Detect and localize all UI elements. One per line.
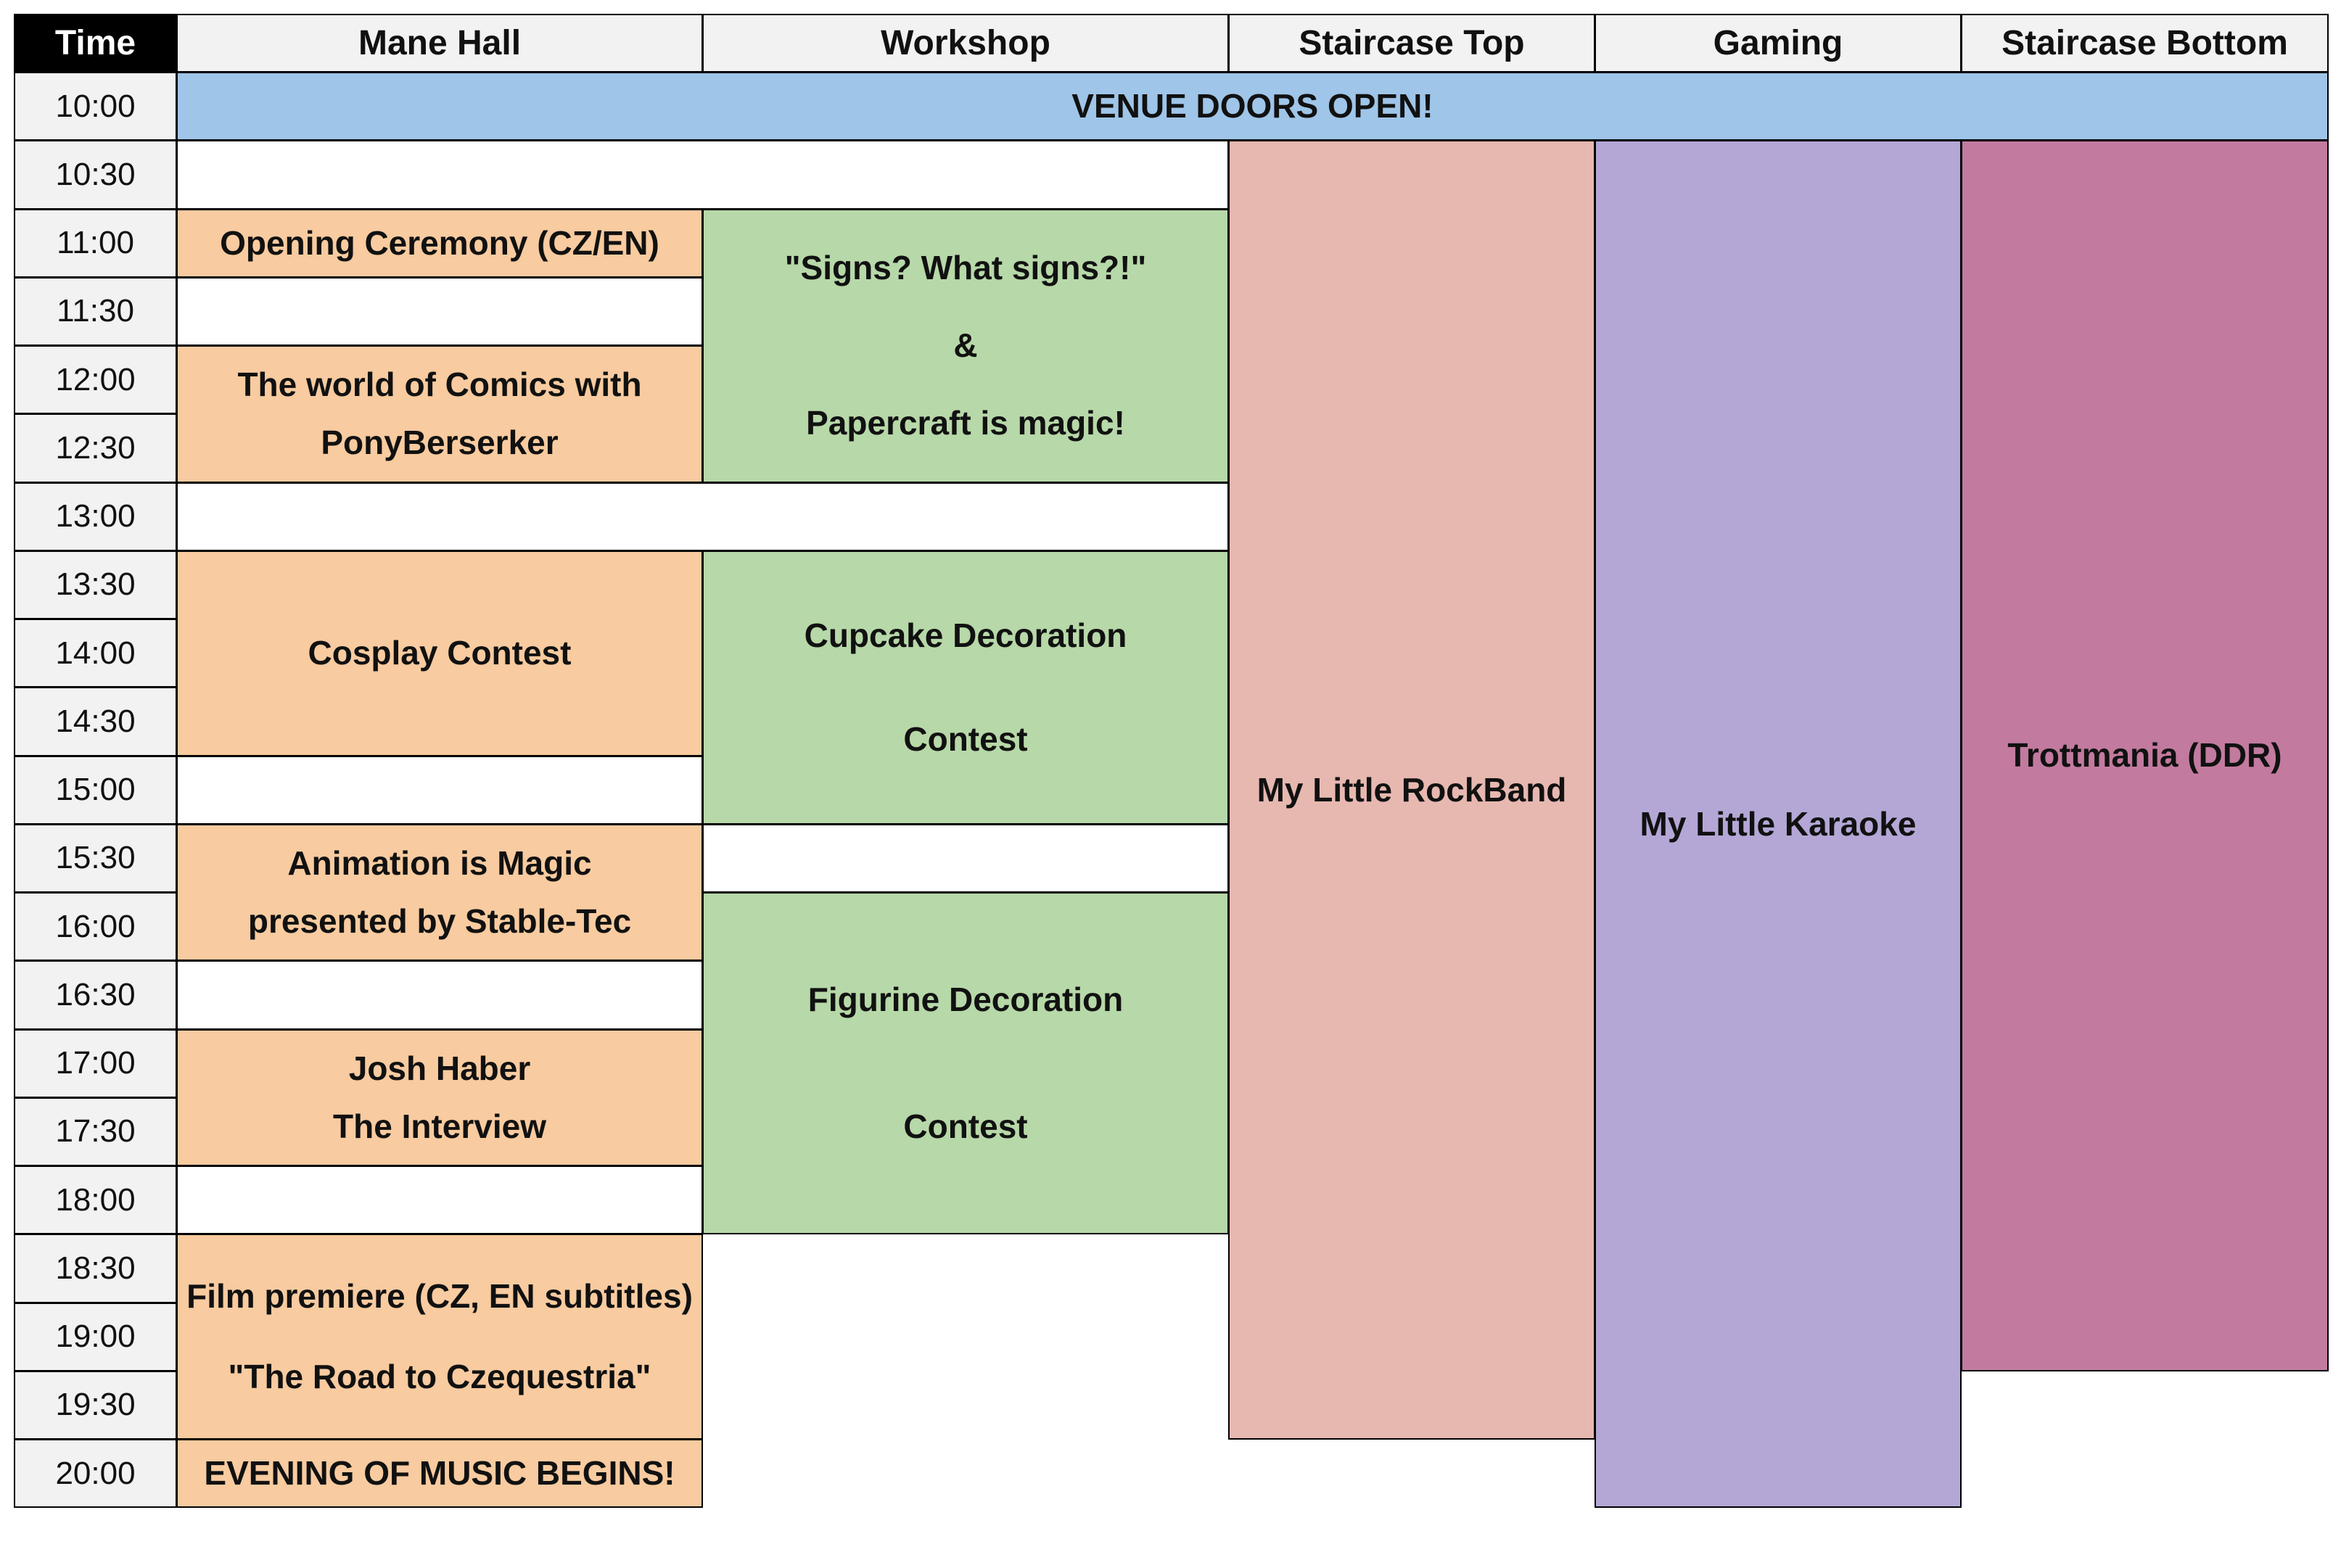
event-cupcake-decoration-line-1: Cupcake Decoration [804, 616, 1127, 654]
time-cell: 13:30 [14, 550, 177, 619]
event-josh-haber-line-1: Josh Haber [348, 1049, 531, 1087]
event-signs-papercraft-line-1: "Signs? What signs?!" [784, 248, 1147, 286]
event-signs-papercraft-line-3: Papercraft is magic! [806, 404, 1125, 442]
event-my-little-rockband: My Little RockBand [1228, 140, 1595, 1440]
time-cell: 16:00 [14, 892, 177, 962]
event-animation-is-magic-line-2: presented by Stable-Tec [247, 902, 632, 940]
header-mane-hall: Mane Hall [176, 14, 703, 73]
event-animation-is-magic: Animation is Magic presented by Stable-Te… [176, 823, 703, 962]
event-trottmania: Trottmania (DDR) [1961, 140, 2329, 1371]
header-staircase-top: Staircase Top [1228, 14, 1595, 73]
empty-slot [176, 140, 1229, 210]
header-gaming: Gaming [1595, 14, 1962, 73]
event-film-premiere: Film premiere (CZ, EN subtitles) "The Roa… [176, 1234, 703, 1440]
event-world-of-comics-line-1: The world of Comics with [237, 366, 642, 404]
time-cell: 10:30 [14, 140, 177, 210]
event-my-little-karaoke: My Little Karaoke [1595, 140, 1962, 1509]
event-opening-ceremony: Opening Ceremony (CZ/EN) [176, 208, 703, 278]
empty-slot [176, 276, 703, 346]
header-time: Time [14, 14, 177, 73]
time-cell: 20:00 [14, 1439, 177, 1509]
time-cell: 15:30 [14, 823, 177, 893]
time-cell: 19:00 [14, 1302, 177, 1371]
event-cosplay-contest: Cosplay Contest [176, 550, 703, 756]
empty-slot [176, 755, 703, 825]
event-world-of-comics-line-2: PonyBerserker [321, 424, 559, 462]
time-cell: 17:30 [14, 1097, 177, 1166]
time-cell: 11:30 [14, 276, 177, 346]
event-josh-haber-line-2: The Interview [333, 1107, 546, 1145]
empty-slot [176, 1165, 703, 1235]
time-cell: 13:00 [14, 482, 177, 551]
event-figurine-decoration-line-1: Figurine Decoration [807, 981, 1124, 1019]
event-evening-of-music: EVENING OF MUSIC BEGINS! [176, 1439, 703, 1509]
time-cell: 18:30 [14, 1234, 177, 1303]
time-cell: 10:00 [14, 72, 177, 141]
time-cell: 11:00 [14, 208, 177, 278]
header-staircase-bottom: Staircase Bottom [1961, 14, 2329, 73]
empty-slot [702, 823, 1229, 893]
event-film-premiere-line-1: Film premiere (CZ, EN subtitles) [186, 1276, 693, 1315]
time-cell: 19:30 [14, 1370, 177, 1440]
time-cell: 12:30 [14, 413, 177, 483]
time-cell: 18:00 [14, 1165, 177, 1235]
time-cell: 17:00 [14, 1028, 177, 1098]
header-workshop: Workshop [702, 14, 1229, 73]
event-film-premiere-line-2: "The Road to Czequestria" [228, 1358, 651, 1396]
time-cell: 15:00 [14, 755, 177, 825]
time-cell: 12:00 [14, 345, 177, 415]
event-signs-papercraft: "Signs? What signs?!" & Papercraft is magi… [702, 208, 1229, 483]
event-cupcake-decoration-line-2: Contest [903, 719, 1028, 758]
event-figurine-decoration-line-2: Contest [903, 1107, 1028, 1145]
time-cell: 14:00 [14, 619, 177, 688]
time-cell: 16:30 [14, 960, 177, 1030]
empty-slot [176, 482, 1229, 551]
venue-doors-open-banner: VENUE DOORS OPEN! [176, 72, 2329, 141]
event-signs-papercraft-line-2: & [953, 326, 978, 364]
event-animation-is-magic-line-1: Animation is Magic [287, 843, 592, 882]
empty-slot [176, 960, 703, 1030]
time-cell: 14:30 [14, 687, 177, 756]
